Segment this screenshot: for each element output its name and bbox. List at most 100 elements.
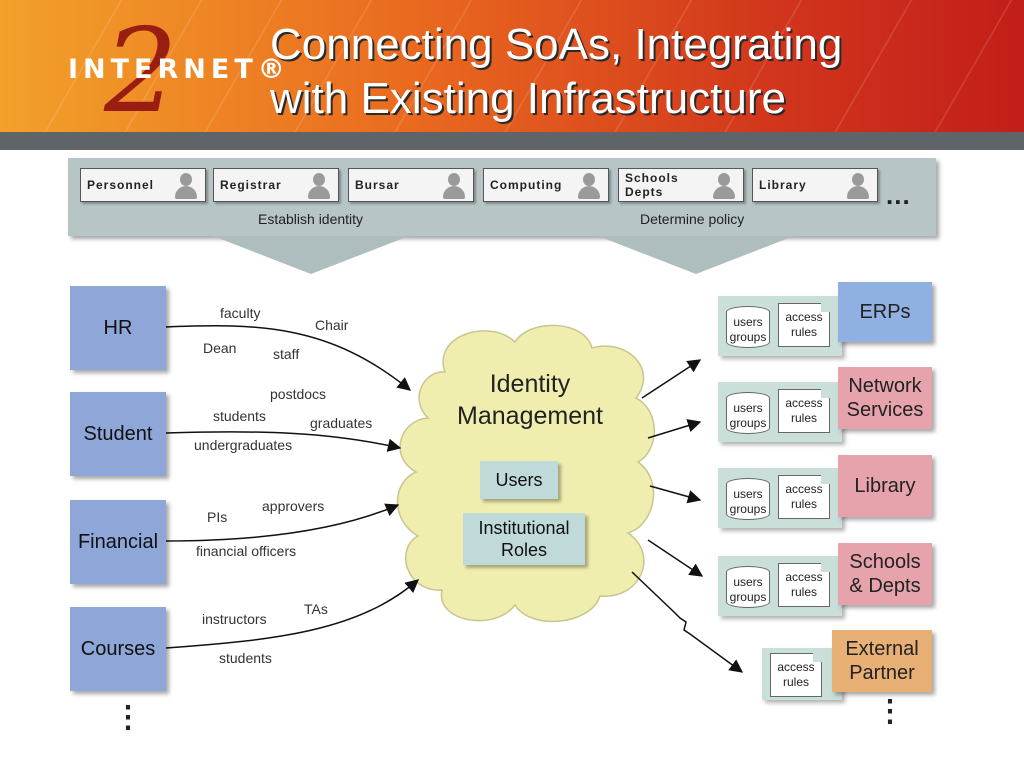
flow-label-approvers: approvers: [262, 498, 325, 514]
institutional-roles-box: Institutional Roles: [463, 513, 585, 565]
caption-establish-identity: Establish identity: [258, 211, 364, 227]
slide-title: Connecting SoAs, Integrating with Existi…: [270, 18, 1010, 126]
identity-management-line-2: Management: [457, 402, 603, 430]
doc-label-line-2: rules: [782, 675, 809, 689]
erps-arrow: [641, 359, 702, 399]
flow-label-postdocs: postdocs: [270, 386, 327, 402]
down-arrow-left: [213, 236, 409, 274]
flow-label-instructors: instructors: [202, 611, 267, 627]
target-label-line-2: Services: [846, 399, 924, 421]
target-label-line-1: Schools: [849, 551, 921, 573]
person-icon: [441, 172, 467, 200]
office-personnel: Personnel: [80, 168, 206, 202]
down-arrow-right: [598, 236, 794, 274]
roles-line-1: Institutional: [478, 518, 570, 538]
doc-label-line-1: access: [785, 310, 823, 324]
target-label-line-2: & Depts: [849, 575, 921, 597]
target-label-line-1: Library: [854, 475, 916, 497]
office-library: Library: [752, 168, 878, 202]
library-store-panel: users groups access rules: [718, 468, 842, 528]
flow-label-graduates: graduates: [310, 415, 373, 431]
access-rules-document-icon: access rules: [778, 389, 830, 433]
users-groups-database-icon: users groups: [726, 478, 770, 520]
network-services-arrow: [647, 419, 702, 439]
office-label: Schools Depts: [625, 171, 679, 199]
office-label: Library: [759, 178, 807, 192]
internet2-logo-numeral: 2: [104, 4, 178, 139]
flow-label-tas: TAs: [304, 601, 328, 617]
db-label-line-1: users: [733, 315, 763, 329]
title-line-2: with Existing Infrastructure: [270, 74, 786, 123]
office-bursar: Bursar: [348, 168, 474, 202]
users-groups-database-icon: users groups: [726, 392, 770, 434]
external-partner-arrow: [631, 571, 744, 673]
office-computing: Computing: [483, 168, 609, 202]
courses-arrow: [165, 579, 420, 649]
db-label-line-2: groups: [729, 502, 767, 516]
person-icon: [173, 172, 199, 200]
flow-label-faculty: faculty: [220, 305, 261, 321]
header-band: [0, 132, 1024, 150]
more-offices-ellipsis: ...: [886, 180, 911, 210]
source-student: Student: [70, 392, 166, 476]
caption-determine-policy: Determine policy: [640, 211, 745, 227]
target-label-line-2: Partner: [849, 662, 915, 684]
access-rules-document-icon: access rules: [778, 303, 830, 347]
more-targets-dots: ⋮: [875, 695, 905, 728]
flow-label-students-courses: students: [219, 650, 272, 666]
users-groups-database-icon: users groups: [726, 566, 770, 608]
db-label-line-2: groups: [729, 416, 767, 430]
roles-line-2: Roles: [500, 540, 548, 560]
office-label-line-1: Schools: [625, 171, 679, 185]
flow-label-financial-officers: financial officers: [196, 543, 297, 559]
doc-label-line-1: access: [785, 482, 823, 496]
erps-store-panel: users groups access rules: [718, 296, 842, 356]
flow-label-staff: staff: [273, 346, 300, 362]
users-box: Users: [480, 461, 558, 499]
person-icon: [711, 172, 737, 200]
db-label-line-2: groups: [729, 590, 767, 604]
access-rules-document-icon: access rules: [778, 475, 830, 519]
db-label-line-1: users: [733, 575, 763, 589]
target-erps: ERPs: [838, 282, 932, 342]
users-groups-database-icon: users groups: [726, 306, 770, 348]
identity-management-line-1: Identity: [489, 370, 571, 398]
target-external-partner: External Partner: [832, 630, 932, 692]
target-label-line-1: Network: [848, 375, 922, 397]
identity-management-title: Identity Management: [430, 368, 630, 432]
doc-label-line-2: rules: [790, 585, 817, 599]
office-schools-depts: Schools Depts: [618, 168, 744, 202]
access-rules-document-icon: access rules: [778, 563, 830, 607]
office-label-line-2: Depts: [625, 185, 664, 199]
office-label: Registrar: [220, 178, 282, 192]
flow-label-students: students: [213, 408, 266, 424]
financial-arrow: [165, 503, 400, 542]
doc-label-line-2: rules: [790, 411, 817, 425]
schools-depts-store-panel: users groups access rules: [718, 556, 842, 616]
person-icon: [845, 172, 871, 200]
internet2-logo-text: INTERNET®: [68, 54, 290, 85]
target-library: Library: [838, 455, 932, 517]
source-courses: Courses: [70, 607, 166, 691]
slide-header: 2 INTERNET® Connecting SoAs, Integrating…: [0, 0, 1024, 150]
doc-label-line-2: rules: [790, 497, 817, 511]
doc-label-line-1: access: [777, 660, 815, 674]
more-sources-dots: ⋮: [113, 701, 143, 734]
flow-label-undergraduates: undergraduates: [194, 437, 293, 453]
office-label: Personnel: [87, 178, 155, 192]
target-network-services: Network Services: [838, 367, 932, 429]
source-financial: Financial: [70, 500, 166, 584]
student-arrow: [165, 431, 402, 452]
office-registrar: Registrar: [213, 168, 339, 202]
flow-label-pis: PIs: [207, 509, 228, 525]
flow-label-dean: Dean: [203, 340, 237, 356]
db-label-line-2: groups: [729, 330, 767, 344]
target-schools-depts: Schools & Depts: [838, 543, 932, 605]
network-services-store-panel: users groups access rules: [718, 382, 842, 442]
library-arrow: [649, 485, 702, 504]
source-hr: HR: [70, 286, 166, 370]
office-label: Computing: [490, 178, 563, 192]
db-label-line-1: users: [733, 401, 763, 415]
access-rules-document-icon: access rules: [770, 653, 822, 697]
schools-depts-arrow: [647, 539, 704, 577]
